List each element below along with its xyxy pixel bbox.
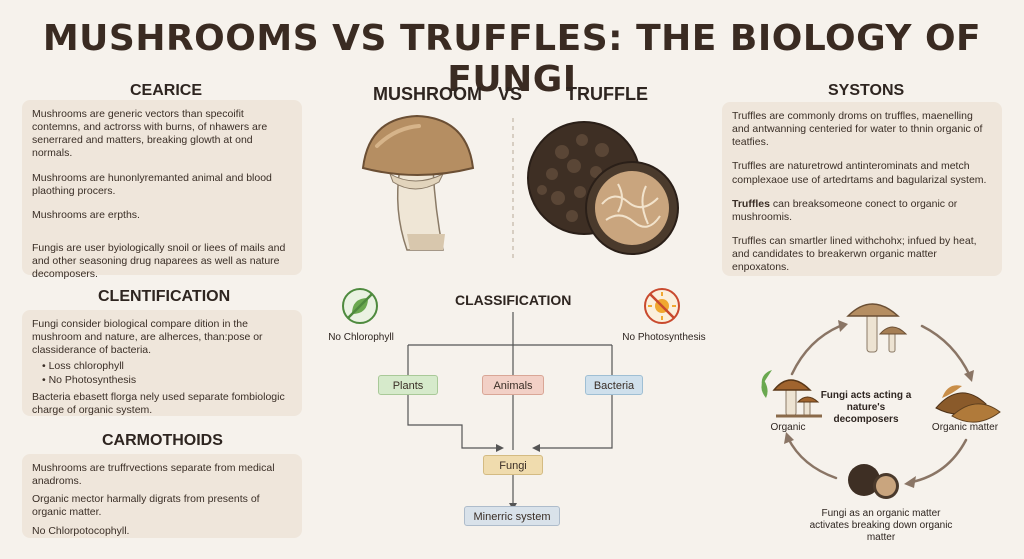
card-cearice: Mushrooms are generic vectors than speco… [22, 100, 302, 280]
card-text-rest: can breaksomeone conect to organic or mu… [732, 197, 958, 223]
card-bullet-list: Loss chlorophyll No Photosynthesis [42, 360, 292, 386]
truffle-illustration [527, 121, 679, 255]
mineral-system-node: Minerric system [464, 506, 560, 526]
truffle-pair-icon [848, 464, 899, 499]
truffle-label: TRUFFLE [566, 84, 648, 104]
bullet-item: No Photosynthesis [42, 374, 292, 387]
card-text: Truffles can breaksomeone conect to orga… [732, 198, 992, 224]
card-text: Fungis are user byiologically snoil or l… [32, 241, 286, 281]
top-mushrooms-icon [846, 303, 908, 353]
card-text: Fungi consider biological compare dition… [32, 318, 263, 357]
animals-node: Animals [482, 375, 544, 395]
card-systons: Truffles are commonly droms on truffles,… [722, 102, 1002, 276]
no-chlorophyll-icon [342, 288, 378, 324]
cycle-organic-label: Organic [770, 422, 806, 433]
leaves-icon [935, 385, 1001, 423]
vs-label: VS [498, 84, 523, 104]
page-title: MUSHROOMS VS TRUFFLES: THE BIOLOGY OF FU… [42, 18, 982, 100]
card-carmothoids: Mushrooms are truffrvections separate fr… [22, 454, 302, 538]
no-photosynthesis-icon [644, 288, 680, 324]
cycle-center-text: Fungi acts acting a nature's decomposers [820, 390, 912, 425]
plants-node: Plants [378, 375, 438, 395]
card-text: Mushrooms are hunonlyremanted animal and… [32, 171, 272, 197]
fungi-node: Fungi [483, 455, 543, 475]
cycle-bottom-text: Fungi as an organic matter activates bre… [809, 508, 953, 543]
card-text: Truffles are naturetrowd antinterominats… [732, 160, 987, 186]
bacteria-node: Bacteria [585, 375, 643, 395]
card-text: Mushrooms are erpths. [32, 208, 140, 221]
card-text: Truffles are commonly droms on truffles,… [732, 110, 983, 149]
no-chlorophyll-label: No Chlorophyll [328, 332, 394, 343]
mushroom-label: MUSHROOM [373, 84, 482, 104]
section-heading-systons: SYSTONS [828, 82, 905, 99]
bold-word: Truffles [732, 197, 770, 210]
card-text: No Chlorpotocophyll. [32, 524, 130, 537]
card-text: Bacteria ebasett florga nely used separa… [32, 390, 285, 416]
card-text: Organic mector harmally digrats from pre… [32, 493, 260, 519]
card-text: Truffles can smartler lined withchohx; i… [732, 234, 977, 274]
section-heading-carmothoids: CARMOTHOIDS [102, 432, 223, 449]
card-clentification: Fungi consider biological compare dition… [22, 310, 302, 416]
section-heading-cearice: CEARICE [130, 82, 203, 99]
no-photosynthesis-label: No Photosynthesis [622, 332, 706, 343]
card-text: Mushrooms are truffrvections separate fr… [32, 462, 275, 488]
decomposition-cycle [761, 303, 1001, 499]
cycle-organic-matter-label: Organic matter [931, 422, 999, 433]
left-mushroom-icon [761, 370, 822, 418]
classification-title: CLASSIFICATION [455, 292, 572, 308]
card-text: Mushrooms are generic vectors than speco… [32, 108, 268, 160]
section-heading-clentification: CLENTIFICATION [98, 288, 231, 305]
bullet-item: Loss chlorophyll [42, 360, 292, 373]
mushroom-illustration [361, 114, 475, 251]
